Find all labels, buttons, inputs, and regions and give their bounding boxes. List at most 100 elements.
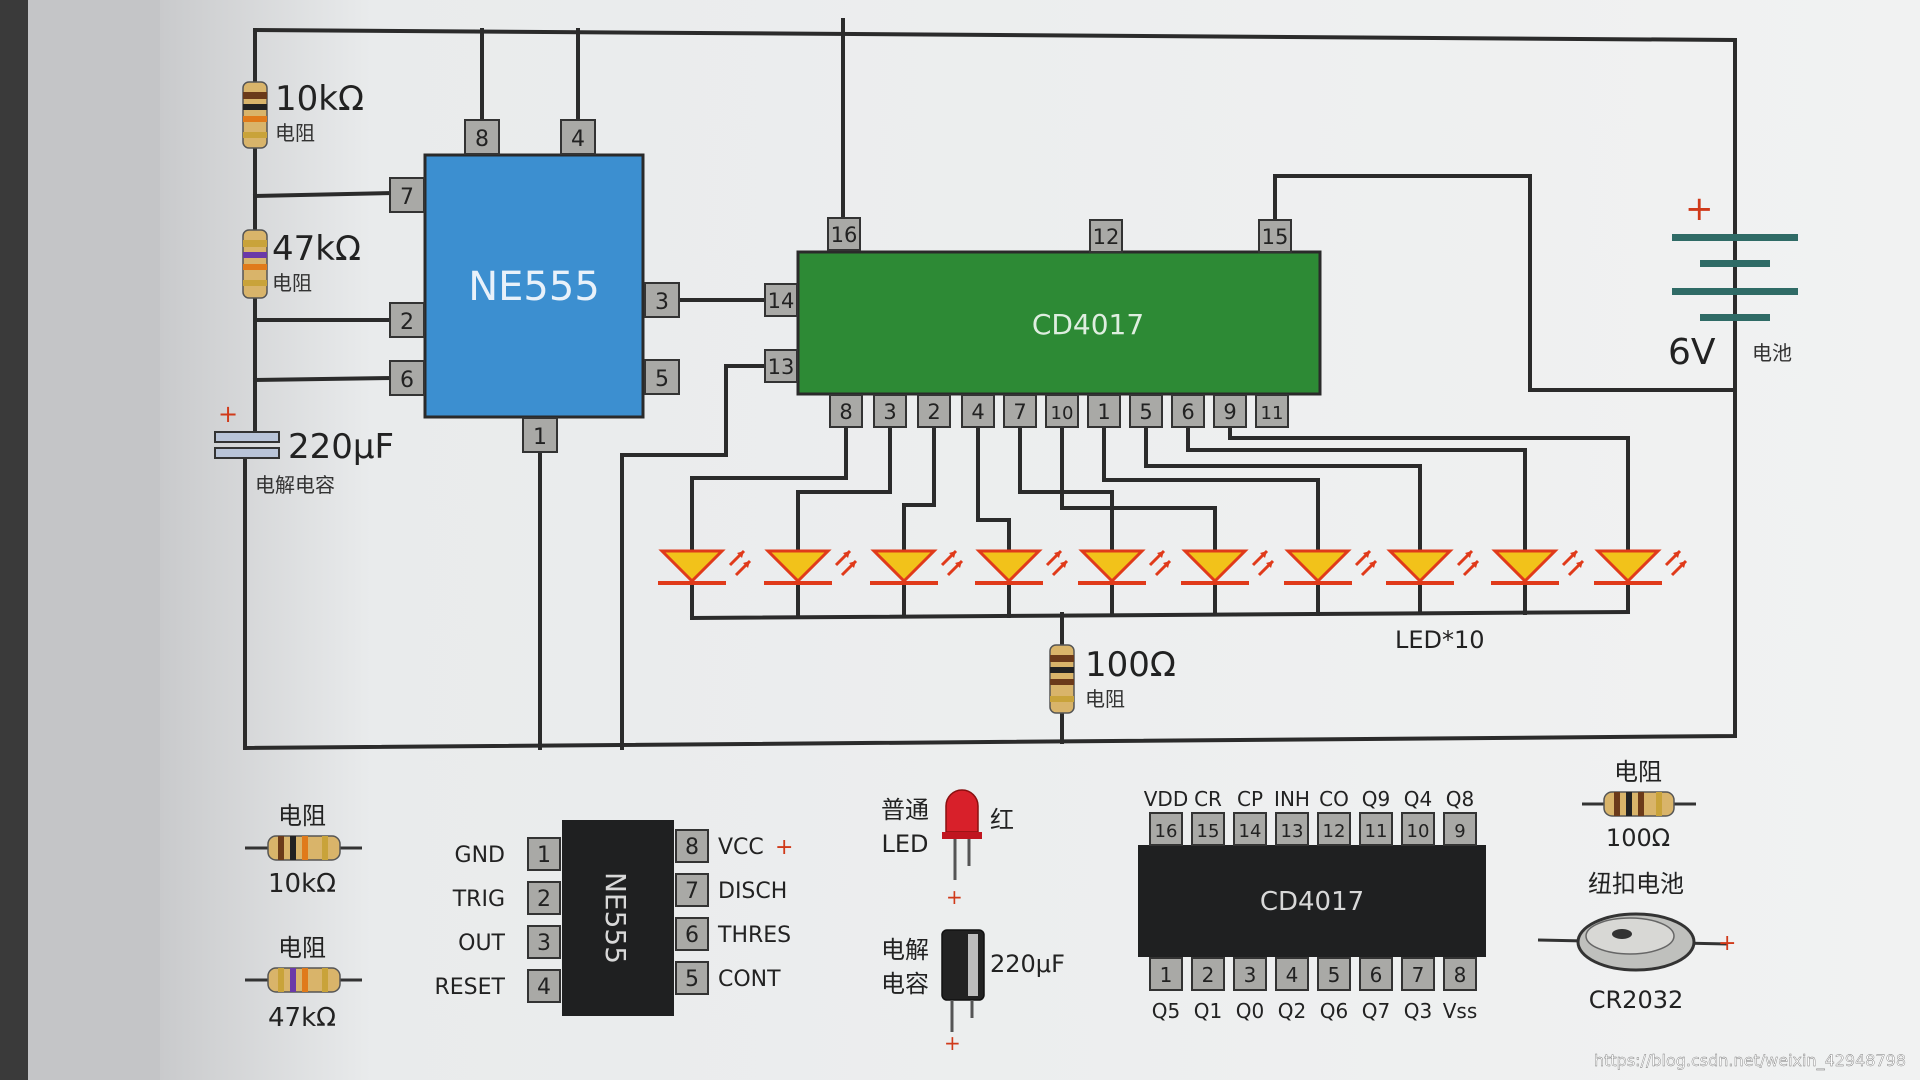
legend-ne555-pin-7: 7 bbox=[685, 879, 699, 904]
legend-ne555-out: OUT bbox=[458, 931, 505, 956]
legend-cd4017-name-q9: Q9 bbox=[1362, 787, 1390, 811]
ne555-pins: 8 4 7 2 6 3 5 1 bbox=[389, 119, 680, 453]
battery-type: 电池 bbox=[1752, 341, 1792, 365]
legend-ne555-pin-8: 8 bbox=[685, 835, 699, 860]
cd4017-pin-12: 12 bbox=[1093, 225, 1120, 249]
legend-cd4017-label: CD4017 bbox=[1260, 887, 1364, 917]
legend-cd4017-name-q4: Q4 bbox=[1404, 787, 1432, 811]
legend-ne555-pin-3: 3 bbox=[537, 931, 551, 956]
ne555-pin-3: 3 bbox=[655, 290, 669, 315]
ne555-pin-7: 7 bbox=[400, 185, 414, 210]
legend-cd4017-name-vdd: VDD bbox=[1144, 787, 1188, 811]
ne555-pin-5: 5 bbox=[655, 367, 669, 392]
resistor-10k-type: 电阻 bbox=[275, 121, 315, 145]
legend-cd4017-name-q5: Q5 bbox=[1152, 999, 1180, 1023]
capacitor-type: 电解电容 bbox=[255, 473, 335, 497]
legend-ne555-gnd: GND bbox=[455, 843, 505, 868]
legend-led-line1: 普通 bbox=[881, 796, 929, 824]
ne555-body bbox=[423, 153, 645, 419]
legend-cd4017-pin-9: 9 bbox=[1454, 821, 1465, 842]
resistor-10k-body bbox=[242, 81, 268, 149]
cd4017-pin-16: 16 bbox=[831, 223, 858, 247]
legend-electrolytic-capacitor: 电解 电容 220μF + bbox=[881, 929, 1065, 1055]
legend-cd4017-name-q8: Q8 bbox=[1446, 787, 1474, 811]
legend-led-line2: LED bbox=[881, 830, 928, 858]
legend-cd4017-name-vss: Vss bbox=[1443, 999, 1478, 1023]
cd4017-pin-bottom-4: 4 bbox=[971, 400, 984, 424]
legend-ne555-disch: DISCH bbox=[718, 879, 787, 904]
legend-led-color: 红 bbox=[990, 806, 1014, 834]
cd4017-pin-bottom-9: 9 bbox=[1223, 400, 1236, 424]
resistor-100-value: 100Ω bbox=[1085, 645, 1176, 685]
legend-coin-cell: 纽扣电池 + CR2032 bbox=[1537, 870, 1736, 1014]
legend-cd4017-body bbox=[1138, 845, 1486, 957]
legend-cd4017-pin-13: 13 bbox=[1281, 821, 1304, 842]
legend-cd4017-name-co: CO bbox=[1319, 787, 1349, 811]
legend-cd4017-name-q1: Q1 bbox=[1194, 999, 1222, 1023]
legend-ne555-thres: THRES bbox=[717, 923, 791, 948]
legend-cd4017-pin-8: 8 bbox=[1454, 963, 1467, 987]
cd4017-pin-bottom-5: 5 bbox=[1139, 400, 1152, 424]
page-shadow-edge bbox=[0, 0, 28, 1080]
legend-led: 普通 LED 红 + bbox=[881, 789, 1014, 909]
legend-cd4017-name-q0: Q0 bbox=[1236, 999, 1264, 1023]
legend-cd4017-pin-7: 7 bbox=[1412, 963, 1425, 987]
legend-ecap-value: 220μF bbox=[990, 950, 1065, 978]
resistor-10k-value: 10kΩ bbox=[275, 79, 364, 119]
legend-cd4017-pin-11: 11 bbox=[1365, 821, 1388, 842]
led-count-label: LED*10 bbox=[1395, 626, 1485, 654]
legend-cd4017-pin-14: 14 bbox=[1239, 821, 1262, 842]
legend-cd4017-pin-12: 12 bbox=[1323, 821, 1346, 842]
capacitor-value: 220μF bbox=[288, 427, 394, 467]
resistor-47k-value: 47kΩ bbox=[272, 229, 361, 269]
legend-cd4017-pin-15: 15 bbox=[1197, 821, 1220, 842]
cd4017-pin-bottom-2: 2 bbox=[927, 400, 940, 424]
cd4017-pin-bottom-10: 10 bbox=[1051, 403, 1074, 424]
cd4017-pins: 16 12 15 14 13 8 3 2 4 7 10 1 5 6 9 11 bbox=[764, 217, 1292, 428]
legend-ne555-label: NE555 bbox=[599, 872, 632, 964]
legend-led-body bbox=[945, 789, 979, 833]
cd4017-chip: CD4017 bbox=[796, 250, 1322, 396]
cd4017-pin-bottom-3: 3 bbox=[883, 400, 896, 424]
battery-plate-2 bbox=[1700, 260, 1770, 267]
ne555-pin-1: 1 bbox=[533, 425, 547, 450]
battery-plate-1 bbox=[1672, 234, 1798, 241]
legend-ne555-pin-2: 2 bbox=[537, 887, 551, 912]
legend-resistor-10k-title: 电阻 bbox=[278, 802, 326, 830]
resistor-100: 100Ω 电阻 bbox=[1049, 644, 1176, 714]
battery-polarity: + bbox=[1685, 189, 1714, 229]
resistor-100-type: 电阻 bbox=[1085, 687, 1125, 711]
legend-ne555-vcc-sign: + bbox=[775, 835, 793, 860]
legend-coin-cell-polarity: + bbox=[1718, 931, 1736, 956]
legend-resistor-47k: 电阻 47kΩ bbox=[245, 934, 362, 1033]
cd4017-pin-bottom-7: 7 bbox=[1013, 400, 1026, 424]
legend-resistor-10k: 电阻 10kΩ bbox=[245, 802, 362, 899]
legend-cd4017-name-inh: INH bbox=[1274, 787, 1310, 811]
cd4017-pin-bottom-8: 8 bbox=[839, 400, 852, 424]
legend-cd4017-name-q7: Q7 bbox=[1362, 999, 1390, 1023]
legend-coin-cell-title: 纽扣电池 bbox=[1588, 870, 1684, 898]
legend-ecap-polarity: + bbox=[944, 1031, 961, 1055]
resistor-10k: 10kΩ 电阻 bbox=[242, 79, 364, 149]
led-array: LED*10 bbox=[656, 549, 1688, 654]
watermark-text: https://blog.csdn.net/weixin_42948798 bbox=[1594, 1051, 1906, 1071]
legend-cd4017-pins: VDD CR CP INH CO Q9 Q4 Q8 16 15 14 13 12… bbox=[1144, 787, 1478, 1023]
legend-cd4017-pin-2: 2 bbox=[1202, 963, 1215, 987]
legend-cd4017-name-cr: CR bbox=[1194, 787, 1222, 811]
battery-voltage: 6V bbox=[1668, 332, 1716, 373]
legend-ne555-reset: RESET bbox=[435, 975, 506, 1000]
legend-resistor-100: 电阻 100Ω bbox=[1582, 758, 1696, 852]
ne555-pin-6: 6 bbox=[400, 368, 414, 393]
legend-ne555-cont: CONT bbox=[718, 967, 781, 992]
legend-cd4017-name-q2: Q2 bbox=[1278, 999, 1306, 1023]
cd4017-pin-bottom-6: 6 bbox=[1181, 400, 1194, 424]
legend-cd4017-pin-5: 5 bbox=[1328, 963, 1341, 987]
legend-ecap-line2: 电容 bbox=[881, 970, 929, 998]
cd4017-pin-13: 13 bbox=[768, 355, 795, 379]
capacitor-plate-positive bbox=[214, 431, 280, 443]
legend-resistor-100-value: 100Ω bbox=[1606, 824, 1670, 852]
ne555-pin-4: 4 bbox=[571, 127, 585, 152]
legend-ne555-vcc: VCC bbox=[718, 835, 764, 860]
battery-plate-4 bbox=[1700, 314, 1770, 321]
